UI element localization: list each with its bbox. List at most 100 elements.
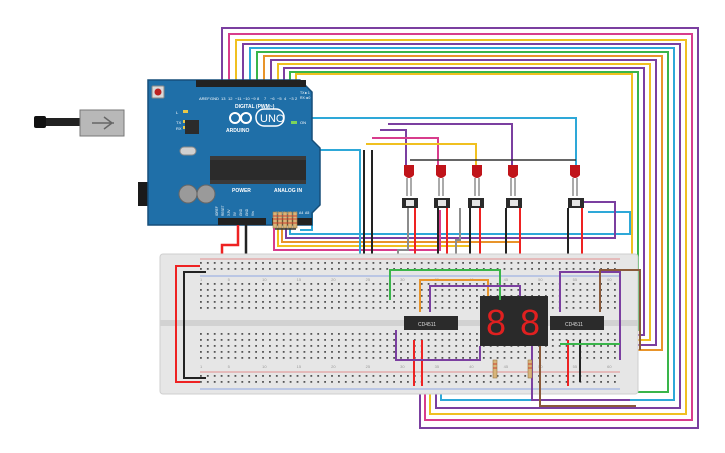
breadboard-hole [503, 357, 506, 359]
breadboard-hole [448, 333, 451, 335]
breadboard-hole [489, 381, 492, 383]
breadboard-hole [600, 268, 602, 270]
breadboard-hole [372, 357, 375, 359]
breadboard-hole [372, 339, 375, 341]
breadboard-hole [607, 381, 609, 383]
breadboard-hole [545, 289, 547, 291]
button-5[interactable] [568, 198, 584, 208]
led-5[interactable] [570, 165, 580, 196]
crystal [179, 146, 197, 156]
breadboard-hole [524, 262, 527, 264]
breadboard-hole [593, 262, 596, 264]
breadboard-hole [489, 262, 492, 264]
breadboard-hole [255, 262, 257, 264]
breadboard-hole [462, 289, 464, 291]
breadboard-hole [407, 268, 409, 270]
breadboard-hole [351, 262, 354, 264]
breadboard-hole [510, 351, 513, 353]
analog-resistors [272, 211, 298, 230]
a5-label: A5 [305, 211, 309, 215]
breadboard-hole [572, 301, 575, 303]
button-3[interactable] [468, 198, 484, 208]
breadboard-hole [462, 295, 464, 297]
breadboard-hole [496, 381, 499, 383]
breadboard-hole [275, 339, 278, 341]
breadboard-hole [482, 262, 485, 264]
breadboard-hole [524, 295, 527, 297]
breadboard-hole [241, 307, 244, 309]
breadboard-hole [269, 333, 271, 335]
breadboard-hole [551, 333, 554, 335]
breadboard-hole [227, 307, 230, 309]
breadboard-hole [420, 339, 423, 341]
breadboard-hole [579, 268, 582, 270]
breadboard-hole [441, 262, 444, 264]
led-5-legs [572, 178, 578, 196]
breadboard-hole [565, 375, 568, 377]
breadboard-hole [255, 375, 257, 377]
breadboard-hole [358, 351, 361, 353]
breadboard-hole [358, 345, 361, 347]
button-2[interactable] [434, 198, 450, 208]
breadboard-hole [324, 262, 326, 264]
wire-led-pink [372, 137, 439, 168]
breadboard-hole [213, 262, 216, 264]
button-1[interactable] [402, 198, 418, 208]
breadboard-hole [434, 295, 437, 297]
breadboard-hole [255, 268, 257, 270]
breadboard-hole [551, 339, 554, 341]
breadboard-hole [386, 375, 389, 377]
decoder-1[interactable]: CD4511 [404, 316, 458, 330]
breadboard-hole [482, 375, 485, 377]
breadboard-hole [227, 381, 230, 383]
led-1[interactable] [404, 165, 414, 196]
breadboard[interactable]: 1155101015152020252530303535404045455050… [159, 253, 639, 395]
breadboard-hole [372, 289, 375, 291]
wire-led-purple [380, 129, 407, 168]
reset-button-cap[interactable] [154, 88, 162, 96]
breadboard-hole [572, 339, 575, 341]
breadboard-hole [407, 381, 409, 383]
breadboard-hole [489, 289, 492, 291]
breadboard-hole [600, 345, 602, 347]
breadboard-hole [489, 375, 492, 377]
breadboard-hole [400, 345, 402, 347]
breadboard-hole [572, 351, 575, 353]
arduino-uno[interactable]: AREF GND 13 12 ~11 ~10 ~9 8 7 ~6 ~5 4 ~3… [34, 79, 321, 226]
led-3[interactable] [472, 165, 482, 196]
led-4[interactable] [508, 165, 518, 196]
breadboard-hole [489, 268, 492, 270]
breadboard-hole [386, 295, 389, 297]
power-header [218, 218, 266, 225]
breadboard-hole [262, 307, 264, 309]
breadboard-hole [538, 262, 540, 264]
breadboard-hole [282, 339, 285, 341]
digital-header [196, 80, 306, 87]
breadboard-hole [462, 381, 464, 383]
breadboard-hole [296, 381, 299, 383]
breadboard-hole [579, 289, 582, 291]
breadboard-hole [338, 339, 340, 341]
button-4[interactable] [506, 198, 522, 208]
pin2-label: 2 [295, 96, 298, 101]
breadboard-hole [441, 333, 444, 335]
breadboard-hole [324, 268, 326, 270]
breadboard-hole [248, 307, 251, 309]
breadboard-hole [310, 351, 313, 353]
breadboard-hole [455, 283, 458, 285]
breadboard-hole [393, 268, 395, 270]
breadboard-hole [586, 357, 589, 359]
led-2[interactable] [436, 165, 446, 196]
breadboard-hole [600, 283, 602, 285]
decoder-2[interactable]: CD4511 [550, 316, 604, 330]
pin0-label: RX◄0 [300, 96, 310, 100]
aref-label: AREF [199, 96, 210, 101]
breadboard-hole [303, 357, 306, 359]
breadboard-hole [482, 351, 485, 353]
breadboard-hole [331, 268, 333, 270]
breadboard-hole [255, 381, 257, 383]
breadboard-hole [200, 262, 202, 264]
breadboard-hole [593, 375, 596, 377]
breadboard-hole [379, 381, 382, 383]
